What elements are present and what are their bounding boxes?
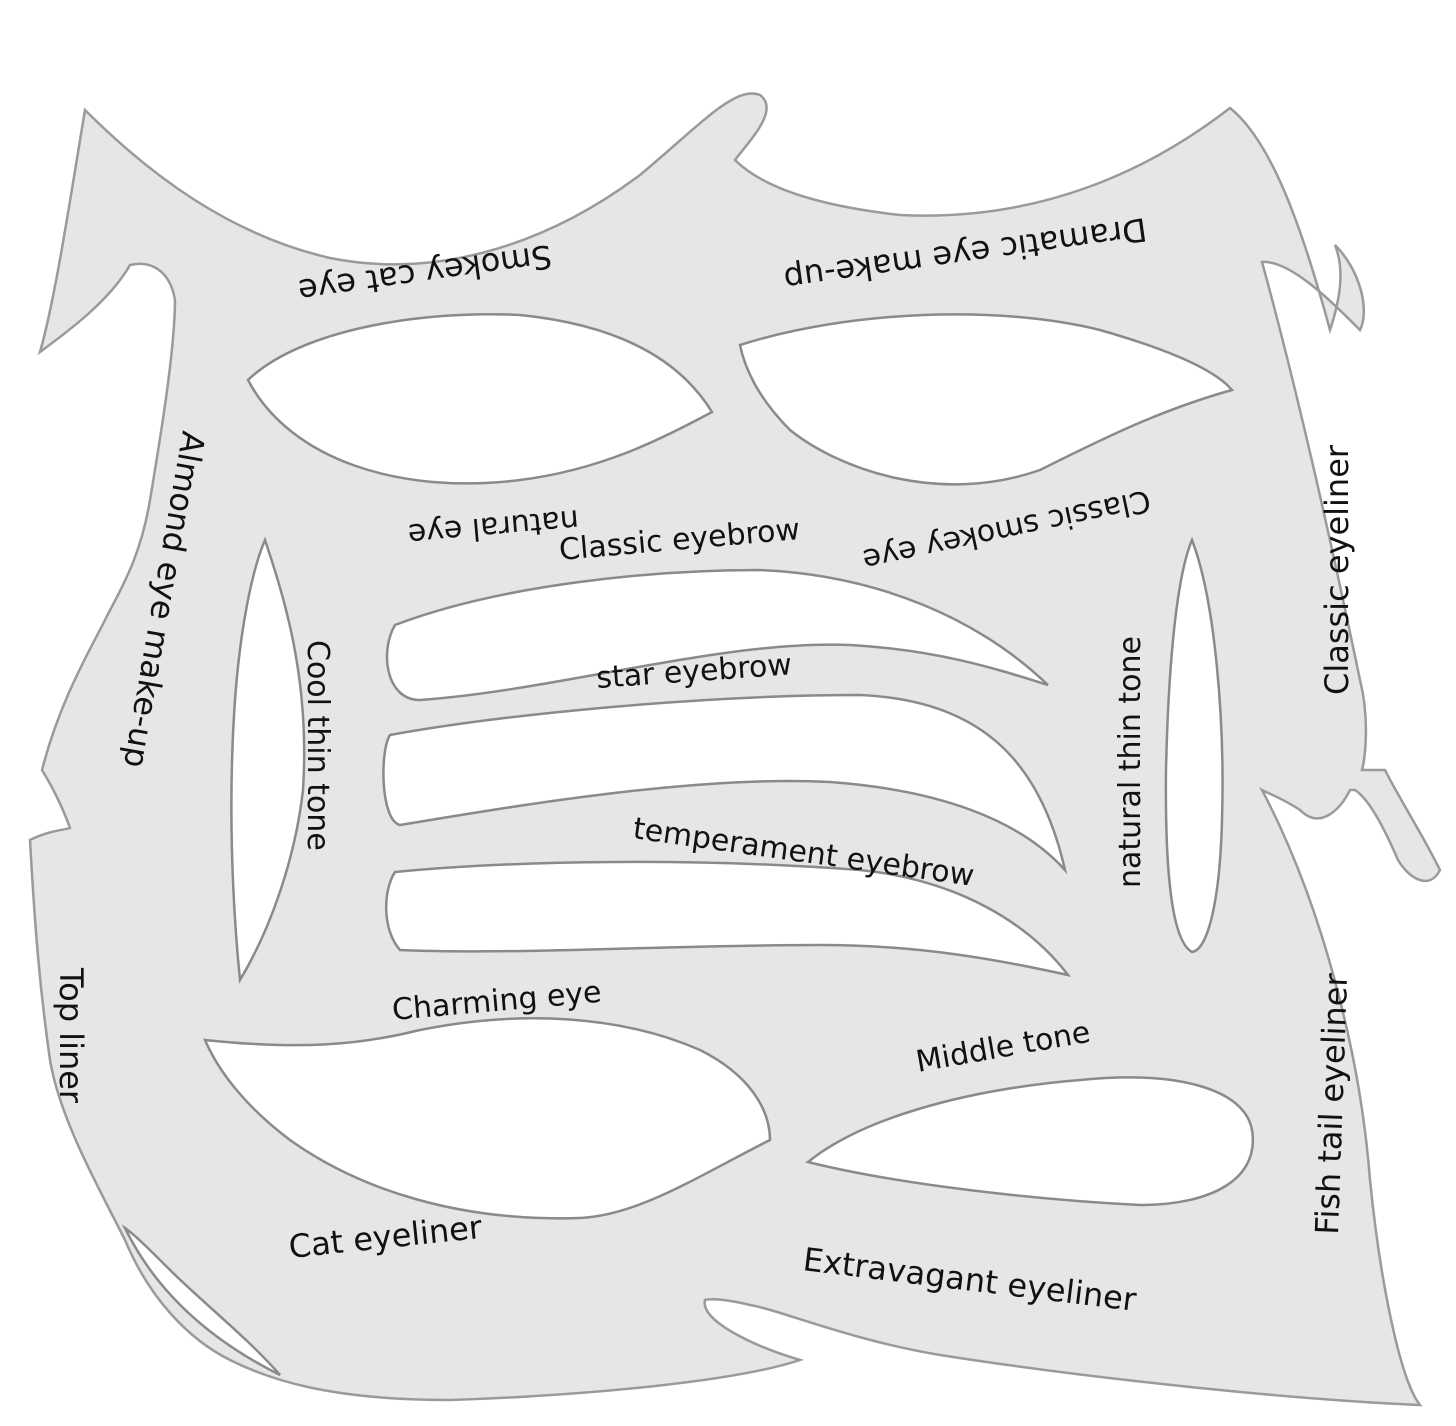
label-classic-eyeliner: Classic eyeliner <box>1318 444 1356 695</box>
label-fish-tail-eyeliner: Fish tail eyeliner <box>1308 972 1355 1235</box>
cutout-middle-tone <box>805 1076 1255 1207</box>
cutout-charming-eyebrow <box>385 860 1072 977</box>
cutout-classic-smokey-eye <box>738 313 1235 486</box>
label-cool-thin-tone: Cool thin tone <box>300 640 335 851</box>
cutout-natural-eye <box>246 313 714 485</box>
label-top-liner: Top liner <box>52 967 90 1104</box>
cutout-star-eyebrow <box>385 568 1049 702</box>
label-natural-thin-tone: natural thin tone <box>1113 636 1148 888</box>
cutout-cool-thin-tone <box>230 536 306 984</box>
cutout-extravagant-liner <box>121 1224 281 1377</box>
cutout-natural-thin-tone <box>1164 536 1224 954</box>
cutout-temperament-eyebrow <box>382 693 1068 875</box>
cutout-cat-eyeliner <box>203 1017 772 1220</box>
